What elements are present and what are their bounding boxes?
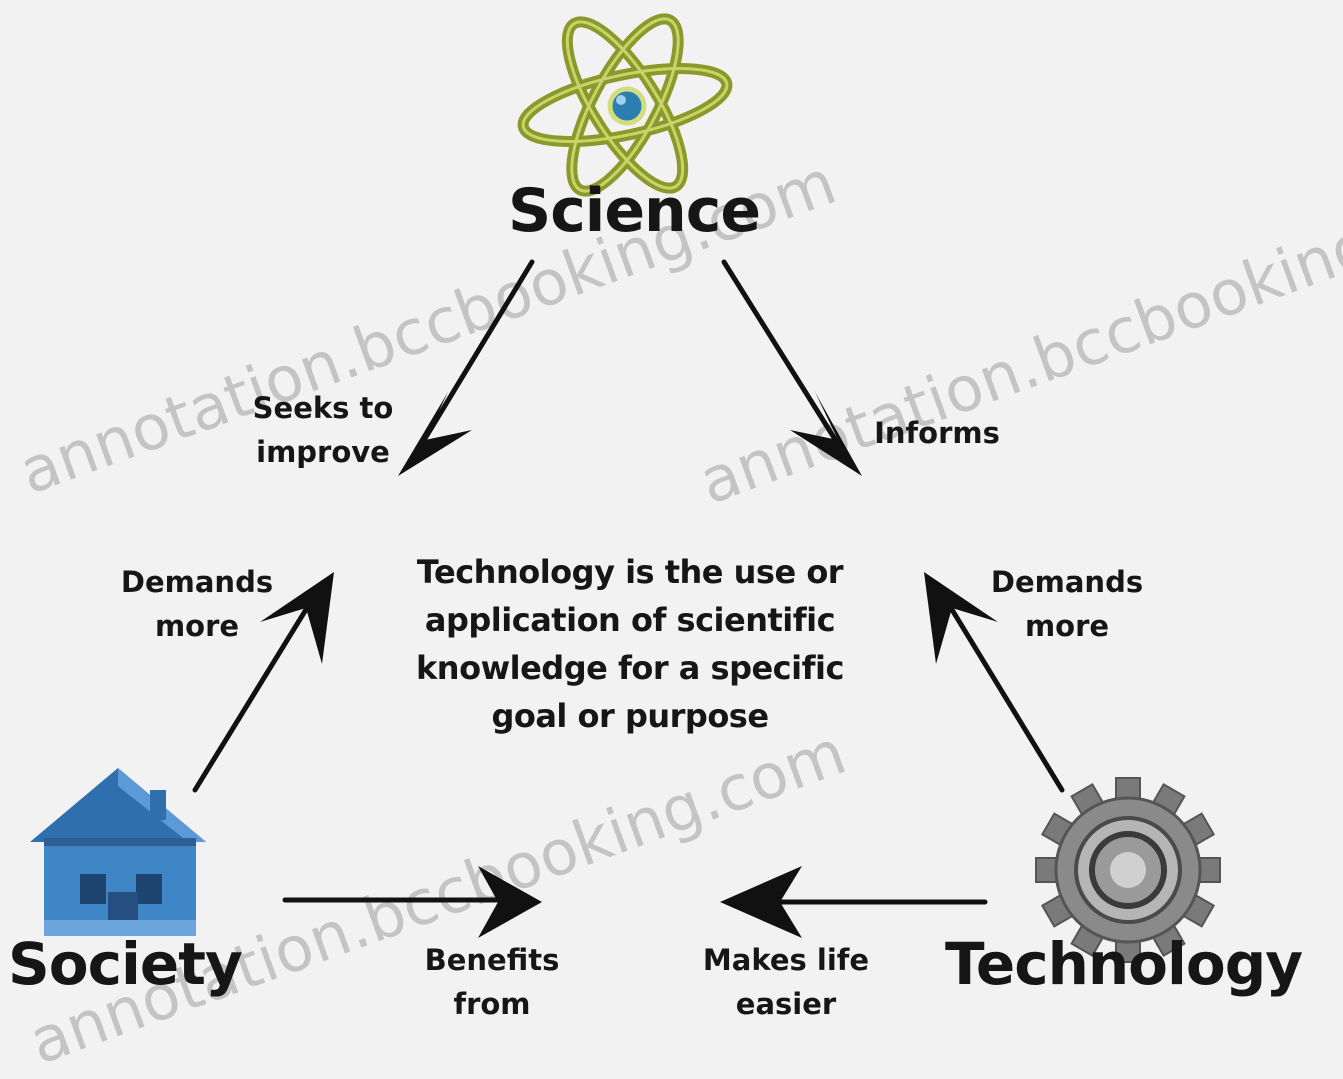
arrow-society-to-science: [192, 587, 321, 793]
edge-label-line: Informs: [874, 416, 1000, 450]
arrowhead-seeks: [398, 392, 472, 476]
edge-label-line: easier: [735, 987, 837, 1021]
edge-label-demands-more-right: Demands more: [988, 560, 1146, 648]
edge-label-line: Demands: [120, 565, 274, 599]
edge-label-line: Demands: [990, 565, 1144, 599]
edge-label-line: more: [1024, 609, 1110, 643]
arrow-science-to-society: [409, 259, 535, 463]
edge-label-line: Benefits: [424, 943, 560, 977]
edge-label-line: from: [453, 987, 531, 1021]
arrowheads: [260, 392, 998, 938]
arrowhead-demands-left: [260, 572, 334, 664]
society-label: Society: [8, 930, 243, 998]
edge-label-seeks-to-improve: Seeks to improve: [252, 386, 394, 474]
center-line: application of scientific: [424, 601, 836, 639]
atom-icon: [517, 13, 733, 197]
technology-label: Technology: [945, 930, 1303, 998]
center-line: knowledge for a specific: [416, 649, 844, 687]
arrowhead-makes-life: [720, 866, 802, 938]
arrowhead-demands-right: [924, 572, 998, 664]
center-definition: Technology is the use or application of …: [390, 548, 870, 740]
house-icon: [30, 768, 206, 936]
arrow-science-to-technology: [721, 259, 851, 463]
arrows-layer: [192, 259, 1065, 938]
edge-label-informs: Informs: [872, 411, 1002, 455]
center-line: Technology is the use or: [416, 553, 844, 591]
edge-label-benefits-from: Benefits from: [420, 938, 564, 1026]
arrowhead-benefits: [478, 866, 542, 938]
edge-label-line: more: [154, 609, 240, 643]
gear-icon: [1035, 777, 1221, 963]
science-label: Science: [508, 176, 761, 246]
edge-label-line: Makes life: [702, 943, 870, 977]
diagram: annotation.bccbooking.com annotation.bcc…: [8, 13, 1343, 1079]
center-line: goal or purpose: [491, 697, 769, 735]
edge-label-line: Seeks to: [252, 391, 394, 425]
edge-label-line: improve: [256, 435, 390, 469]
arrow-technology-to-science: [937, 587, 1065, 793]
arrowhead-informs: [790, 392, 862, 476]
edge-label-demands-more-left: Demands more: [118, 560, 276, 648]
edge-label-makes-life-easier: Makes life easier: [700, 938, 872, 1026]
